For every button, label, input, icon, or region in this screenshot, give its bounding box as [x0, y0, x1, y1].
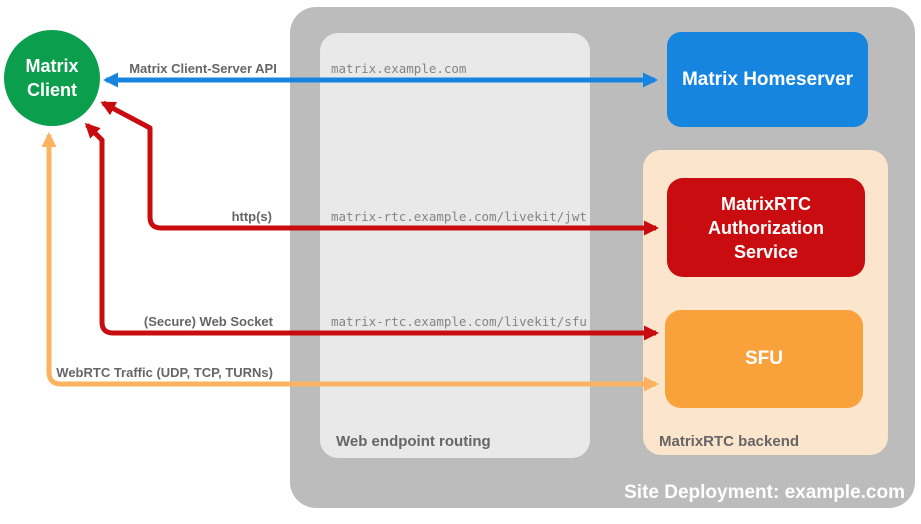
sfu-label: SFU	[745, 348, 783, 369]
matrixrtc-authorization-service-label: MatrixRTC Authorization Service	[708, 193, 824, 262]
webrtc-traffic-arrow-label: WebRTC Traffic (UDP, TCP, TURNs)	[56, 365, 273, 380]
endpoint-livekit-sfu: matrix-rtc.example.com/livekit/sfu	[331, 314, 587, 329]
https-arrow-label: http(s)	[231, 209, 272, 224]
endpoint-matrix-domain: matrix.example.com	[331, 61, 467, 76]
sfu-node: SFU	[665, 310, 863, 408]
matrixrtc-backend-label: MatrixRTC backend	[659, 433, 800, 450]
matrix-client-label: Matrix Client	[25, 56, 79, 100]
client-server-api-arrow-label: Matrix Client-Server API	[129, 61, 277, 76]
matrix-homeserver-node: Matrix Homeserver	[667, 32, 868, 127]
web-endpoint-routing-label: Web endpoint routing	[336, 433, 491, 450]
web-socket-arrow-label: (Secure) Web Socket	[143, 314, 273, 329]
web-endpoint-routing-container	[320, 33, 590, 458]
matrix-client-node: Matrix Client	[4, 30, 100, 126]
endpoint-livekit-jwt: matrix-rtc.example.com/livekit/jwt	[331, 209, 587, 224]
matrixrtc-authorization-service-node: MatrixRTC Authorization Service	[667, 178, 865, 277]
site-deployment-label: Site Deployment: example.com	[624, 482, 905, 503]
matrix-homeserver-label: Matrix Homeserver	[681, 68, 854, 90]
